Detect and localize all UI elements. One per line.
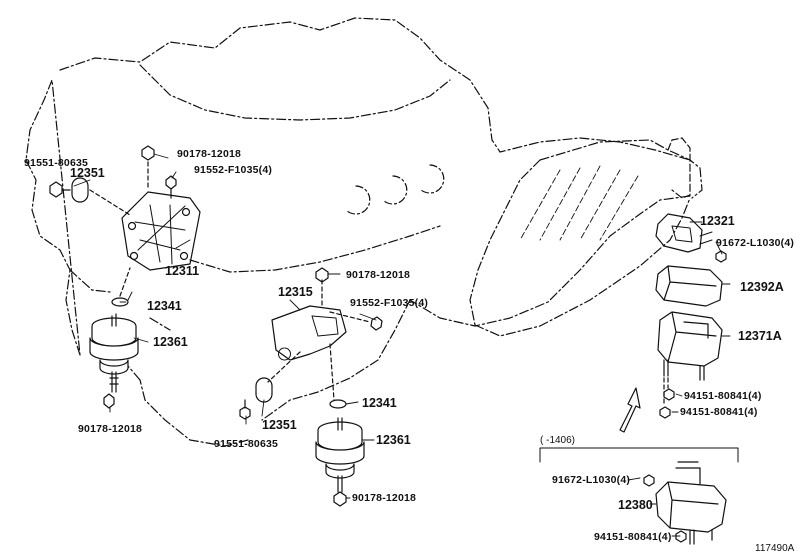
- label-12341-left: 12341: [147, 299, 182, 313]
- label-90178-12018-top: 90178-12018: [177, 148, 242, 160]
- bracket-12315-detail: [278, 315, 339, 361]
- label-bracket-note: ( -1406): [540, 435, 576, 446]
- nut-91672-bottom: [643, 474, 655, 487]
- label-91552-F1035-top: 91552-F1035(4): [194, 164, 273, 176]
- nut-links: [663, 377, 669, 407]
- bracket-12311-hole-1: [127, 221, 137, 231]
- transmission-outline: [469, 139, 703, 337]
- bracket-12311-hole-2: [181, 207, 191, 217]
- washer-link-left: [119, 267, 131, 297]
- nut-90178-bottom-mid: [333, 491, 347, 507]
- bushing-12351-mid: [255, 377, 273, 403]
- label-12311: 12311: [165, 264, 200, 278]
- bracket-12311-hole-3: [179, 251, 189, 261]
- label-91551-80635-left: 91551-80635: [24, 157, 89, 169]
- engine-lower-edge: [69, 269, 171, 381]
- label-12351-left: 12351: [70, 166, 105, 180]
- insulator-12380: [655, 461, 727, 533]
- nut-90178-bottom-left: [103, 393, 115, 409]
- nut-94151-b: [659, 406, 671, 419]
- bracket-12315-dashes: [267, 279, 371, 401]
- bracket-12321-shape: [655, 213, 703, 253]
- port-circle-3: [419, 164, 445, 194]
- nut-90178-top: [141, 145, 155, 161]
- bushing-12351-left: [71, 177, 89, 203]
- engine-head-line: [139, 64, 451, 121]
- label-12361-left: 12361: [153, 335, 188, 349]
- label-12361-mid: 12361: [376, 433, 411, 447]
- transmission-ribs: [519, 165, 639, 241]
- insulator-12371A: [657, 311, 723, 367]
- insulator-stud-mid-bottom: [337, 475, 343, 493]
- bracket-12311-ribs: [134, 204, 186, 265]
- label-12315: 12315: [278, 285, 313, 299]
- bolt-91551-left: [49, 181, 71, 198]
- label-91552-F1035-mid: 91552-F1035(4): [350, 297, 429, 309]
- label-12371A: 12371A: [738, 329, 782, 343]
- label-90178-12018-bottom-left: 90178-12018: [78, 423, 143, 435]
- insulator-12361-left: [89, 317, 139, 375]
- bracket-12311-hole-4: [129, 251, 139, 261]
- label-94151-80841-b: 94151-80841(4): [680, 406, 758, 418]
- nut-94151-a: [663, 388, 675, 401]
- label-94151-80841-bottom: 94151-80841(4): [594, 531, 672, 543]
- bushing-link-left: [89, 189, 131, 216]
- label-91672-L1030-top: 91672-L1030(4): [716, 237, 795, 249]
- nut-94151-bottom: [675, 530, 687, 543]
- label-12341-mid: 12341: [362, 396, 397, 410]
- pointer-arrow: [619, 387, 641, 433]
- leaders: [73, 153, 731, 537]
- label-94151-80841-a: 94151-80841(4): [684, 390, 762, 402]
- bracket-12315-shape: [271, 305, 347, 361]
- label-12380: 12380: [618, 498, 653, 512]
- bolt-91552-mid: [370, 316, 383, 331]
- label-90178-12018-bottom-mid: 90178-12018: [352, 492, 417, 504]
- bolt-91552-top: [165, 175, 177, 199]
- label-91551-80635-mid: 91551-80635: [214, 438, 279, 450]
- label-90178-12018-mid: 90178-12018: [346, 269, 411, 281]
- insulator-stud-left-bottom: [109, 371, 119, 393]
- engine-inner-line: [189, 225, 441, 273]
- port-circle-1: [345, 185, 371, 215]
- label-12351-mid: 12351: [262, 418, 297, 432]
- transmission-output: [667, 137, 691, 199]
- group-bracket: [539, 447, 739, 463]
- label-12392A: 12392A: [740, 280, 784, 294]
- washer-12341-left: [111, 297, 129, 307]
- label-reference-code: 117490A: [755, 543, 795, 554]
- bolt-91551-mid: [239, 399, 251, 420]
- crossmember-12392A: [655, 265, 723, 307]
- washer-12341-mid: [329, 399, 347, 409]
- insulator-stud-left-top: [111, 313, 117, 327]
- label-91672-L1030-bottom: 91672-L1030(4): [552, 474, 631, 486]
- engine-outline: [25, 17, 691, 447]
- bracket-12321-detail: [671, 225, 713, 245]
- insulator-12380-studs: [689, 529, 713, 545]
- nut-90178-mid: [315, 267, 329, 283]
- label-12321: 12321: [700, 214, 735, 228]
- port-circle-2: [382, 175, 408, 205]
- insulator-stud-mid-top: [337, 417, 343, 431]
- insulator-12361-mid: [315, 421, 365, 479]
- insulator-12371A-studs: [663, 359, 705, 381]
- bracket-12311-shape: [121, 191, 201, 271]
